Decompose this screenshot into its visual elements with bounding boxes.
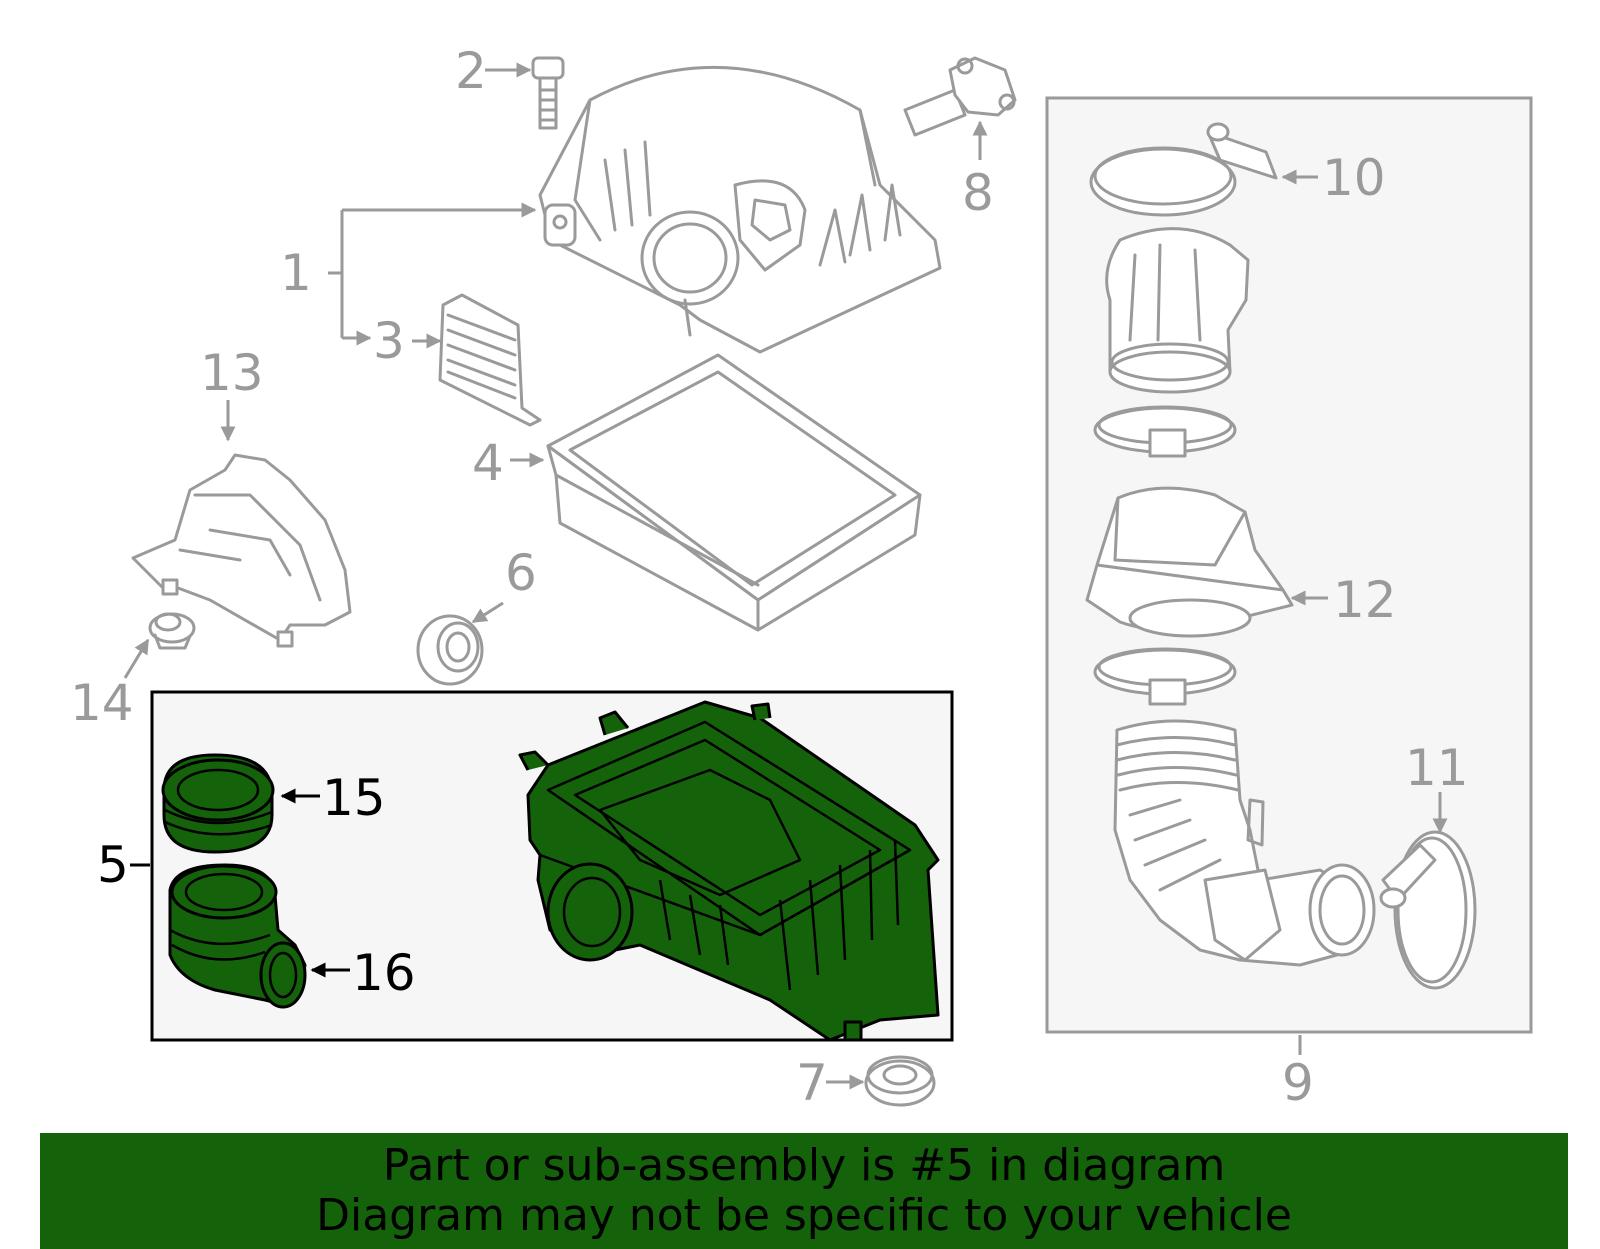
part-6-grommet [416,614,484,686]
part-4-air-filter [546,353,922,632]
part-14-clip [148,612,196,650]
callout-1: 1 [280,244,312,302]
callout-14: 14 [70,674,134,732]
part-5-lower-housing [518,700,940,1042]
part-9-seal-upper [1093,405,1237,458]
callout-10: 10 [1322,149,1386,207]
part-7-grommet [864,1055,936,1107]
part-13-bracket [131,453,352,648]
callout-9: 9 [1282,1054,1314,1112]
banner-line-1: Part or sub-assembly is #5 in diagram [382,1140,1226,1191]
part-15-seal [161,753,275,854]
banner-line-2: Diagram may not be specific to your vehi… [316,1190,1292,1241]
callout-4: 4 [472,434,504,492]
part-8-sensor [903,56,1017,137]
part-10-clamp [1089,122,1278,217]
callout-15: 15 [322,769,386,827]
callout-5: 5 [97,836,129,894]
callout-12: 12 [1333,571,1397,629]
callout-7: 7 [796,1054,828,1112]
part-9-upper-elbow [1105,227,1250,394]
part-3-baffle [438,293,542,427]
part-11-clamp [1379,830,1477,990]
part-16-adapter [168,863,307,1009]
part-9-seal-lower [1093,647,1237,706]
leader-lines [123,62,1448,1090]
callout-3: 3 [373,312,405,370]
callout-16: 16 [352,944,416,1002]
callout-11: 11 [1405,739,1469,797]
info-banner: Part or sub-assembly is #5 in diagram Di… [40,1133,1568,1249]
callout-2: 2 [455,42,487,100]
part-12-resonator [1085,486,1294,638]
part-2-bolt [531,56,565,130]
callout-13: 13 [200,344,264,402]
callout-8: 8 [962,164,994,222]
part-9-lower-duct [1113,719,1376,967]
part-1-upper-housing [538,65,942,354]
callout-6: 6 [505,544,537,602]
